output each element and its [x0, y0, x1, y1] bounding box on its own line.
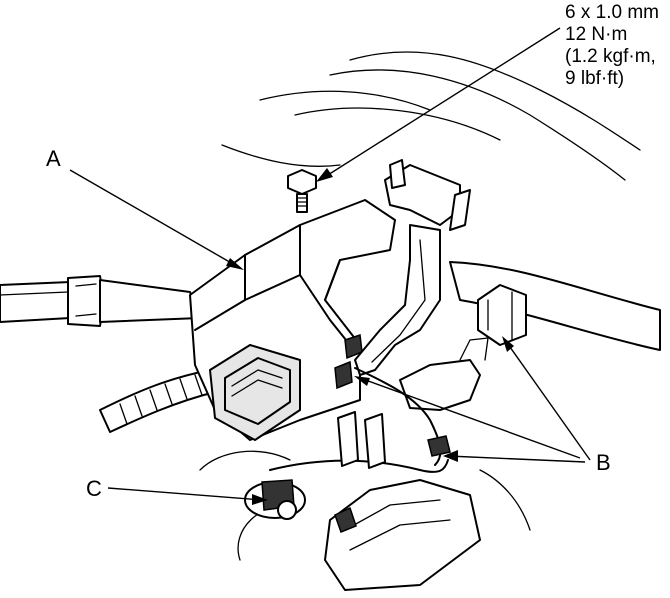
bolt: [287, 169, 317, 213]
spec-size: 6 x 1.0 mm: [565, 2, 659, 23]
spec-torque-lbfft: 9 lbf·ft): [565, 68, 624, 89]
callout-b: B: [596, 450, 611, 475]
lower-engine: [199, 450, 531, 591]
corrugated-harness: [99, 369, 216, 433]
callout-c: C: [86, 476, 102, 501]
main-housing: [189, 199, 396, 441]
leaders: [69, 27, 591, 505]
sub-harness: [269, 367, 451, 473]
callout-a: A: [46, 146, 61, 171]
spec-torque-nm: 12 N·m: [565, 24, 627, 45]
right-hose: [449, 261, 661, 351]
left-hose: [0, 275, 201, 327]
background-contours: [221, 51, 641, 181]
bracket: [354, 159, 489, 411]
spec-torque-kgfm: (1.2 kgf·m,: [565, 46, 656, 67]
